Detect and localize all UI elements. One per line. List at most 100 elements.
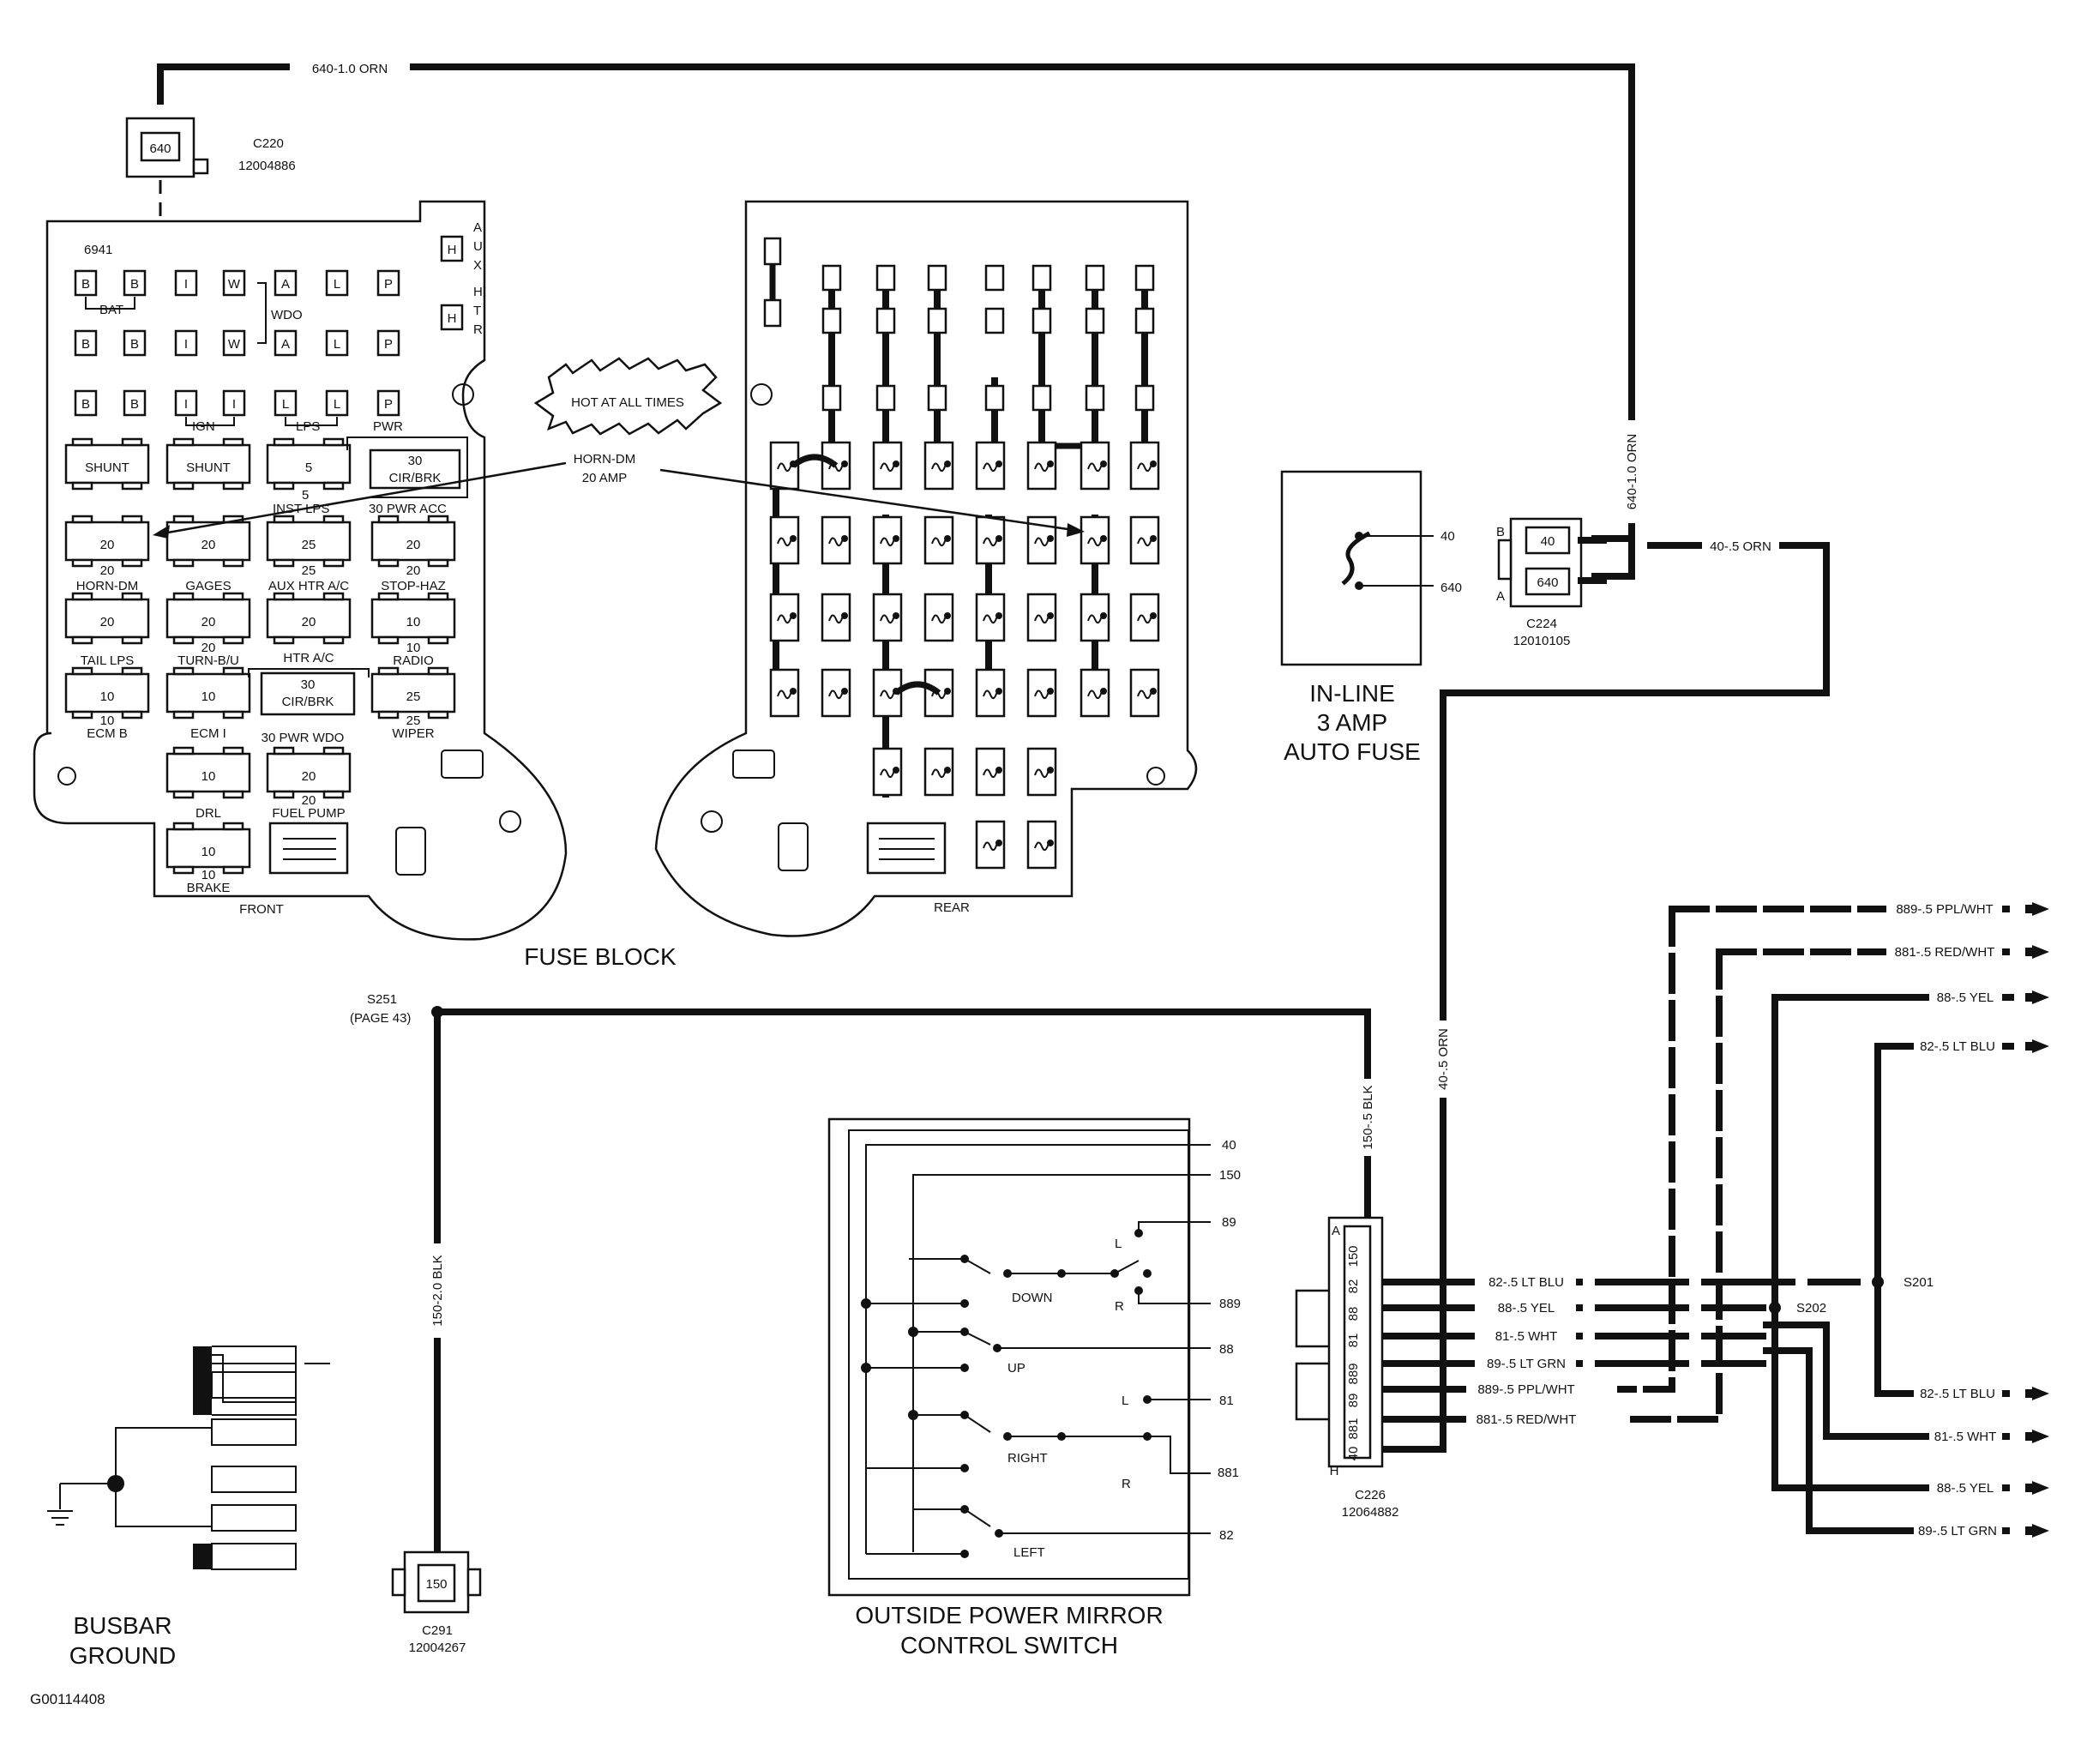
svg-text:P: P <box>384 277 393 292</box>
svg-text:RADIO: RADIO <box>393 653 434 668</box>
svg-text:STOP-HAZ: STOP-HAZ <box>381 579 446 593</box>
svg-text:I: I <box>184 277 188 292</box>
svg-text:10: 10 <box>201 868 216 882</box>
svg-text:25: 25 <box>406 713 421 728</box>
svg-text:UP: UP <box>1007 1361 1025 1376</box>
connector-c220: 640 C220 12004886 <box>125 117 296 407</box>
fuse-block-rear: REAR <box>654 200 1198 937</box>
svg-text:GROUND: GROUND <box>69 1642 176 1669</box>
connector-c291: 150 C291 12004267 <box>391 1550 482 1655</box>
svg-text:150: 150 <box>425 1577 447 1592</box>
svg-text:A: A <box>473 220 482 235</box>
svg-text:150-.5 BLK: 150-.5 BLK <box>1361 1085 1375 1149</box>
svg-text:L: L <box>334 397 340 412</box>
svg-text:ECM B: ECM B <box>87 726 128 741</box>
svg-text:81-.5 WHT: 81-.5 WHT <box>1934 1430 1997 1444</box>
svg-text:IN-LINE: IN-LINE <box>1309 680 1395 707</box>
svg-text:SHUNT: SHUNT <box>186 461 231 475</box>
svg-text:12010105: 12010105 <box>1513 634 1571 648</box>
svg-text:881-.5 RED/WHT: 881-.5 RED/WHT <box>1895 945 1995 960</box>
svg-text:I: I <box>184 397 188 412</box>
svg-text:6941: 6941 <box>84 243 112 257</box>
svg-text:82-.5 LT BLU: 82-.5 LT BLU <box>1920 1387 1995 1401</box>
svg-text:10: 10 <box>201 845 216 859</box>
svg-text:10: 10 <box>201 769 216 784</box>
svg-text:H: H <box>1330 1464 1339 1478</box>
svg-text:T: T <box>473 304 481 318</box>
fuse-block-title: FUSE BLOCK <box>524 943 677 970</box>
svg-text:881: 881 <box>1218 1466 1239 1480</box>
svg-text:B: B <box>81 277 90 292</box>
svg-text:AUTO FUSE: AUTO FUSE <box>1284 738 1421 765</box>
svg-text:40: 40 <box>1222 1138 1236 1153</box>
svg-text:30: 30 <box>301 677 316 692</box>
svg-text:B: B <box>81 337 90 352</box>
svg-text:20: 20 <box>100 538 115 552</box>
svg-text:40-.5 ORN: 40-.5 ORN <box>1710 539 1771 554</box>
wire-150-blk: S251 (PAGE 43) 150-.5 BLK 150-2.0 BLK <box>350 992 1375 1556</box>
svg-text:L: L <box>334 337 340 352</box>
svg-text:C224: C224 <box>1526 617 1557 631</box>
svg-text:B: B <box>130 337 139 352</box>
svg-text:30 PWR ACC: 30 PWR ACC <box>369 502 447 516</box>
svg-text:PWR: PWR <box>373 419 403 434</box>
svg-text:89: 89 <box>1222 1215 1236 1230</box>
wire-label-vert: 640-1.0 ORN <box>1625 434 1639 509</box>
svg-text:889: 889 <box>1219 1297 1241 1311</box>
figure-id: G00114408 <box>30 1691 105 1707</box>
svg-text:C226: C226 <box>1355 1488 1386 1502</box>
svg-text:889-.5 PPL/WHT: 889-.5 PPL/WHT <box>1896 902 1993 917</box>
svg-text:20: 20 <box>201 615 216 629</box>
svg-text:20: 20 <box>302 793 316 808</box>
svg-text:88: 88 <box>1346 1307 1361 1321</box>
svg-text:A: A <box>281 277 290 292</box>
svg-text:25: 25 <box>406 689 421 704</box>
svg-text:HTR A/C: HTR A/C <box>283 651 334 665</box>
svg-text:B: B <box>1496 525 1505 539</box>
svg-text:12064882: 12064882 <box>1342 1505 1399 1520</box>
svg-text:40: 40 <box>1541 534 1555 549</box>
wire-640-orn: 640-1.0 ORN 640-1.0 ORN <box>157 60 1639 580</box>
svg-text:H: H <box>473 285 483 299</box>
svg-text:L: L <box>1122 1394 1128 1408</box>
harness: S201 S202 82-.5 LT BLU 88-.5 YEL 81-.5 W… <box>1382 901 2049 1538</box>
svg-text:DOWN: DOWN <box>1012 1291 1053 1305</box>
svg-text:REAR: REAR <box>934 900 970 915</box>
svg-text:82-.5 LT BLU: 82-.5 LT BLU <box>1920 1039 1995 1054</box>
svg-text:WDO: WDO <box>271 308 303 322</box>
svg-text:W: W <box>228 277 241 292</box>
svg-text:89-.5 LT GRN: 89-.5 LT GRN <box>1918 1524 1997 1538</box>
svg-text:ECM I: ECM I <box>190 726 226 741</box>
svg-text:640: 640 <box>149 141 171 156</box>
svg-text:A: A <box>1496 589 1505 604</box>
svg-text:640: 640 <box>1537 575 1558 590</box>
svg-text:DRL: DRL <box>195 806 221 821</box>
svg-text:150-2.0 BLK: 150-2.0 BLK <box>430 1255 445 1326</box>
svg-text:881-.5 RED/WHT: 881-.5 RED/WHT <box>1477 1412 1577 1427</box>
svg-text:25: 25 <box>302 563 316 578</box>
svg-text:40-.5 ORN: 40-.5 ORN <box>1436 1028 1451 1090</box>
svg-text:I: I <box>184 337 188 352</box>
svg-text:RIGHT: RIGHT <box>1007 1451 1048 1466</box>
busbar-ground: BUSBAR GROUND <box>47 1346 330 1669</box>
svg-text:LPS: LPS <box>296 419 320 434</box>
wire-40-orn: 40-.5 ORN 40-.5 ORN <box>1377 537 1830 1453</box>
svg-text:889-.5 PPL/WHT: 889-.5 PPL/WHT <box>1477 1382 1574 1397</box>
svg-text:SHUNT: SHUNT <box>85 461 129 475</box>
svg-text:TURN-B/U: TURN-B/U <box>177 653 239 668</box>
svg-text:20: 20 <box>201 538 216 552</box>
svg-text:I: I <box>232 397 236 412</box>
svg-text:C220: C220 <box>253 136 284 151</box>
horn-callout: HORN-DM 20 AMP <box>153 452 1085 539</box>
svg-text:B: B <box>130 277 139 292</box>
svg-text:20: 20 <box>406 563 421 578</box>
svg-text:88-.5 YEL: 88-.5 YEL <box>1498 1301 1555 1315</box>
inline-fuse: 40 640 IN-LINE 3 AMP AUTO FUSE <box>1280 470 1462 765</box>
svg-text:BAT: BAT <box>99 303 123 317</box>
svg-text:IGN: IGN <box>192 419 215 434</box>
svg-text:88-.5 YEL: 88-.5 YEL <box>1937 1481 1994 1496</box>
svg-text:LEFT: LEFT <box>1013 1545 1045 1560</box>
svg-text:81-.5 WHT: 81-.5 WHT <box>1495 1329 1558 1344</box>
svg-text:P: P <box>384 397 393 412</box>
